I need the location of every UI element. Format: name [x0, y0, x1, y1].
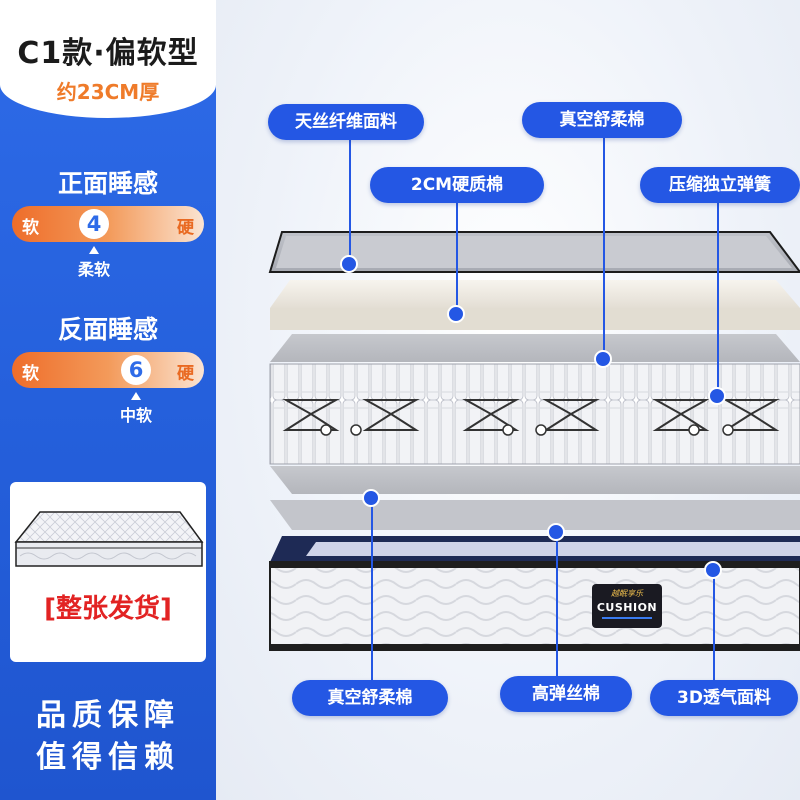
pointer-dot — [708, 387, 726, 405]
mattress-thumbnail — [14, 511, 204, 567]
info-panel: C1款·偏软型 约23CM厚 正面睡感 软 4 硬 柔软 反面睡感 软 6 硬 … — [0, 0, 216, 800]
product-card: [整张发货] — [10, 482, 206, 662]
whole-piece-shipping-label: [整张发货] — [44, 594, 172, 624]
label-tencel-fabric: 天丝纤维面料 — [268, 104, 424, 140]
layer-diagram: 天丝纤维面料 真空舒柔棉 2CM硬质棉 压缩独立弹簧 真空舒柔棉 高弹丝棉 3D… — [216, 0, 800, 800]
pointer-dot — [594, 350, 612, 368]
slogan-trust: 值得信赖 — [36, 740, 180, 775]
front-firmness-scale: 软 4 硬 — [12, 206, 204, 242]
label-3d-breathable-fabric: 3D透气面料 — [650, 680, 798, 716]
pointer-dot — [340, 255, 358, 273]
back-rating: 中软 — [119, 406, 152, 425]
back-firmness-scale: 软 6 硬 — [12, 352, 204, 388]
leader-line — [717, 200, 719, 396]
thickness-label: 约23CM厚 — [56, 80, 160, 104]
front-rating-marker: 柔软 — [64, 246, 124, 280]
leader-line — [603, 138, 605, 360]
up-triangle-icon — [131, 392, 141, 400]
pointer-dot — [704, 561, 722, 579]
brand-tagline: 越眠享乐 — [611, 589, 643, 598]
label-vacuum-soft-cotton-bottom: 真空舒柔棉 — [292, 680, 448, 716]
model-title: C1款·偏软型 — [17, 36, 199, 71]
back-soft-label: 软 — [22, 364, 39, 384]
front-soft-label: 软 — [22, 218, 39, 238]
back-feel-label: 反面睡感 — [57, 315, 158, 344]
label-2cm-hard-cotton: 2CM硬质棉 — [370, 167, 544, 203]
back-rating-marker: 中软 — [106, 392, 166, 426]
brand-tag: 越眠享乐 CUSHION — [592, 584, 662, 628]
front-rating: 柔软 — [77, 260, 110, 279]
up-triangle-icon — [89, 246, 99, 254]
leader-line — [456, 200, 458, 314]
back-hard-label: 硬 — [177, 364, 194, 384]
leader-line — [713, 570, 715, 682]
pointer-dot — [362, 489, 380, 507]
pointer-dot — [547, 523, 565, 541]
leader-line — [556, 532, 558, 682]
label-pocket-springs: 压缩独立弹簧 — [640, 167, 800, 203]
label-vacuum-soft-cotton-top: 真空舒柔棉 — [522, 102, 682, 138]
back-level-knob: 6 — [121, 355, 151, 385]
brand-underline — [602, 617, 652, 619]
slogan-quality: 品质保障 — [36, 698, 180, 733]
title-card: C1款·偏软型 约23CM厚 — [0, 0, 216, 118]
front-level-knob: 4 — [79, 209, 109, 239]
leader-line — [371, 498, 373, 682]
leader-line — [349, 138, 351, 264]
front-hard-label: 硬 — [177, 218, 194, 238]
front-feel-label: 正面睡感 — [57, 169, 158, 198]
brand-name: CUSHION — [596, 601, 658, 614]
pointer-dot — [447, 305, 465, 323]
label-high-elastic-silk-cotton: 高弹丝棉 — [500, 676, 632, 712]
